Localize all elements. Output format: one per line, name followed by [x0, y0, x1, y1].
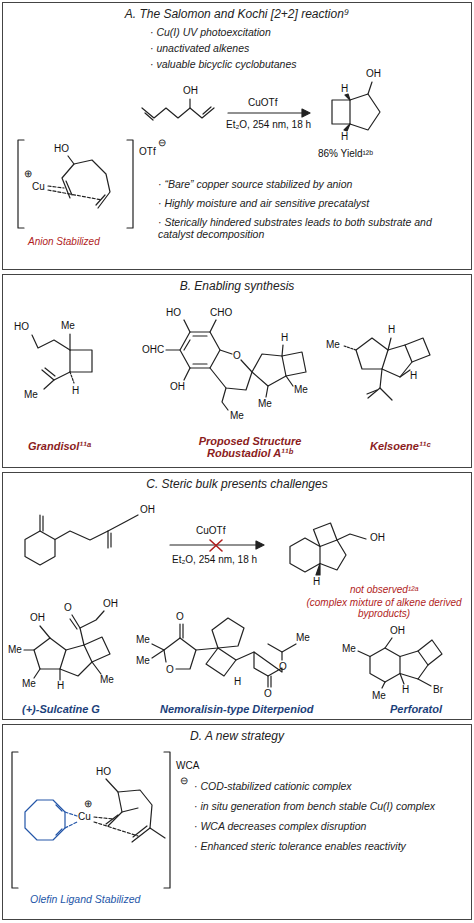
- note-text: · in situ generation from bench stable C…: [194, 800, 466, 812]
- atom-label: Me: [22, 678, 36, 689]
- note-text: CuOTf: [196, 525, 225, 536]
- note-text: 86% Yield¹²ᵇ: [318, 148, 373, 159]
- atom-label: OTf: [139, 146, 156, 157]
- atom-label: Me: [294, 384, 308, 395]
- note-text: Olefin Ligand Stabilized: [30, 893, 140, 905]
- atom-label: OH: [140, 504, 155, 515]
- compound-name: Proposed Structure Robustadiol A¹¹ᵇ: [180, 435, 320, 459]
- atom-label: O: [233, 350, 241, 361]
- atom-label: OH: [390, 625, 405, 636]
- atom-label: Me: [61, 320, 75, 331]
- note-text: · COD-stabilized cationic complex: [194, 780, 466, 792]
- atom-label: H: [402, 684, 409, 695]
- atom-label: Cu: [32, 181, 45, 192]
- panel-heading: B. Enabling synthesis: [3, 275, 471, 293]
- atom-label: H: [234, 676, 241, 687]
- atom-label: CHO: [210, 307, 232, 318]
- note-text: · unactivated alkenes: [150, 42, 249, 54]
- atom-label: Br: [433, 684, 443, 695]
- atom-label: HO: [166, 307, 181, 318]
- atom-label: Me: [230, 410, 244, 421]
- note-text: · Enhanced steric tolerance enables reac…: [194, 840, 466, 852]
- atom-label: ⊕: [84, 798, 92, 809]
- atom-label: O: [166, 664, 174, 675]
- atom-label: OH: [170, 381, 185, 392]
- atom-label: HO: [14, 321, 29, 332]
- note-text: (complex mixture of alkene derived bypro…: [299, 597, 469, 619]
- note-text: · “Bare” copper source stabilized by ani…: [158, 178, 352, 190]
- atom-label: Me: [100, 674, 114, 685]
- atom-label: OH: [366, 68, 381, 79]
- note-text: · Cu(I) UV photoexcitation: [150, 26, 271, 38]
- panel-heading: D. A new strategy: [3, 725, 471, 743]
- compound-name: Perforatol: [390, 703, 442, 715]
- atom-label: OH: [183, 85, 198, 96]
- atom-label: Me: [342, 643, 356, 654]
- atom-label: Me: [24, 389, 38, 400]
- compound-name: Kelsoene¹¹ᶜ: [370, 440, 431, 452]
- compound-name: (+)-Sulcatine G: [22, 703, 100, 715]
- atom-label: Me: [136, 655, 150, 666]
- note-text: Anion Stabilized: [28, 236, 100, 247]
- atom-label: H: [341, 83, 348, 94]
- atom-label: Me: [136, 634, 150, 645]
- atom-label: O: [176, 611, 184, 622]
- note-text: · valuable bicyclic cyclobutanes: [150, 58, 297, 70]
- note-text: · Highly moisture and air sensitive prec…: [158, 197, 369, 209]
- atom-label: O: [279, 661, 287, 672]
- atom-label: O: [264, 688, 272, 699]
- atom-label: H: [313, 576, 320, 587]
- note-text: · WCA decreases complex disruption: [194, 820, 466, 832]
- atom-label: H: [388, 324, 395, 335]
- atom-label: H: [410, 370, 417, 381]
- atom-label: Me: [258, 398, 272, 409]
- note-text: Et₂O, 254 nm, 18 h: [172, 554, 257, 565]
- atom-label: WCA: [176, 760, 199, 771]
- panel-heading: A. The Salomon and Kochi [2+2] reaction⁹: [3, 3, 471, 21]
- atom-label: ⊕: [24, 168, 32, 179]
- atom-label: OH: [30, 612, 45, 623]
- atom-label: OHC: [142, 344, 164, 355]
- compound-name: Nemoralisin-type Diterpeniod: [160, 703, 313, 715]
- atom-label: H: [57, 680, 64, 691]
- atom-label: Me: [296, 632, 310, 643]
- note-text: CuOTf: [248, 97, 277, 108]
- atom-label: H: [72, 385, 79, 396]
- atom-label: H: [341, 131, 348, 142]
- atom-label: H: [281, 332, 288, 343]
- atom-label: HO: [96, 766, 111, 777]
- panel-heading: C. Steric bulk presents challenges: [3, 473, 471, 491]
- note-text: · Sterically hindered substrates leads t…: [158, 216, 458, 240]
- atom-label: OH: [103, 598, 118, 609]
- atom-label: Me: [8, 644, 22, 655]
- atom-label: HO: [54, 143, 69, 154]
- note-text: not observed¹²ᵃ: [299, 584, 469, 595]
- note-text: Et₂O, 254 nm, 18 h: [226, 119, 311, 130]
- atom-label: Me: [326, 339, 340, 350]
- atom-label: ⊖: [158, 137, 166, 148]
- compound-name: Grandisol¹¹ᵃ: [28, 440, 91, 452]
- atom-label: ⊖: [180, 775, 188, 786]
- atom-label: Me: [372, 690, 386, 701]
- atom-label: O: [64, 602, 72, 613]
- atom-label: Cu: [78, 811, 91, 822]
- atom-label: OH: [370, 532, 385, 543]
